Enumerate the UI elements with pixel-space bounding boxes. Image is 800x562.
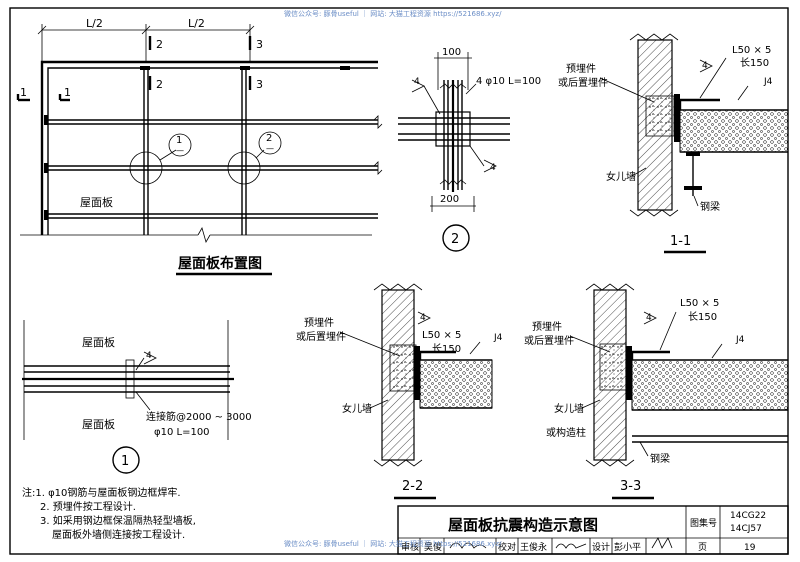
- s11-weld-j4: J4: [763, 77, 773, 87]
- designer-signature: [651, 537, 673, 549]
- section-mark-2-top: 2: [156, 38, 163, 51]
- design-label: 设计: [592, 541, 610, 553]
- d1-rebar-2: φ10 L=100: [154, 427, 210, 438]
- page-number: 19: [744, 543, 756, 553]
- s33-parapet-1: 女儿墙: [554, 402, 584, 415]
- d1-panel-top: 屋面板: [82, 335, 115, 349]
- s11-angle: L50 × 5: [732, 45, 771, 56]
- title-block: 屋面板抗震构造示意图 图集号 14CG22 14CJ57 审核 吴俊 校对 王俊…: [397, 505, 789, 555]
- s33-weld-4: 4: [646, 313, 652, 323]
- s11-steel-beam: 钢梁: [700, 200, 720, 213]
- reviewer-name: 吴俊: [424, 541, 442, 553]
- checker-signature: [555, 543, 587, 549]
- page-label: 页: [698, 542, 707, 553]
- notes: 注:1. φ10钢筋与屋面板钢边框焊牢. 2. 预埋件按工程设计. 3. 如采用…: [22, 486, 196, 541]
- layout-plan: L/2 L/2 1 1: [16, 17, 383, 276]
- s22-embed-1: 预埋件: [304, 317, 334, 329]
- check-label: 校对: [498, 541, 516, 553]
- atlas-no-1: 14CG22: [730, 511, 766, 521]
- s22-angle: L50 × 5: [422, 330, 461, 341]
- s22-title: 2-2: [402, 479, 423, 494]
- note-1: 注:1. φ10钢筋与屋面板钢边框焊牢.: [22, 486, 181, 499]
- watermark-top: 微信公众号: 豚骨useful ｜ 网站: 大猫工程资源 https://521…: [284, 9, 502, 18]
- section-2-2: 预埋件 或后置埋件 4 L50 × 5 长150 J4 女儿墙 2-2: [296, 283, 503, 500]
- section-mark-1-right: 1: [64, 86, 71, 99]
- panel-label: 屋面板: [80, 195, 113, 209]
- watermark-bottom: 微信公众号: 豚骨useful ｜ 网站: 大猫工程资源 https://521…: [284, 539, 502, 548]
- review-label: 审核: [401, 541, 419, 553]
- s11-parapet: 女儿墙: [606, 170, 636, 183]
- s33-weld-j4: J4: [735, 335, 745, 345]
- d1-rebar-1: 连接筋@2000 ~ 3000: [146, 410, 252, 423]
- s22-embed-2: 或后置埋件: [296, 331, 346, 343]
- d1-panel-bottom: 屋面板: [82, 417, 115, 431]
- s33-embed-2: 或后置埋件: [524, 335, 574, 347]
- atlas-no-2: 14CJ57: [730, 524, 762, 534]
- s22-parapet: 女儿墙: [342, 402, 372, 415]
- detail-1-circle: 1: [121, 454, 129, 469]
- callout-circle-2: [227, 151, 261, 185]
- s22-weld-4: 4: [420, 313, 426, 323]
- detail-2-dim-bottom: 200: [440, 194, 459, 205]
- detail-2-circle: 2: [451, 232, 459, 247]
- dim-half-right: L/2: [188, 17, 205, 30]
- section-3-3: 预埋件 或后置埋件 4 L50 × 5 长150 J4 女儿墙 或构造柱 钢梁 …: [524, 283, 789, 500]
- s22-weld-j4: J4: [493, 333, 503, 343]
- section-mark-2-bottom: 2: [156, 78, 163, 91]
- section-mark-3-top: 3: [256, 38, 263, 51]
- callout-1-den: —: [176, 146, 184, 155]
- detail-2-rebar-label: 4 φ10 L=100: [476, 76, 541, 87]
- s33-steel-beam: 钢梁: [650, 452, 670, 465]
- layout-plan-title: 屋面板布置图: [178, 255, 262, 272]
- detail-2-weld: 4: [414, 77, 420, 87]
- callout-2-number: 2: [266, 133, 272, 144]
- callout-circle-1: [129, 151, 163, 185]
- s33-parapet-2: 或构造柱: [546, 426, 586, 439]
- title-block-title: 屋面板抗震构造示意图: [448, 516, 598, 534]
- s11-embed-2: 或后置埋件: [558, 77, 608, 89]
- note-4: 屋面板外墙侧连接按工程设计.: [52, 528, 185, 541]
- dim-half-left: L/2: [86, 17, 103, 30]
- s33-length: 长150: [688, 311, 717, 323]
- note-2: 2. 预埋件按工程设计.: [40, 500, 136, 513]
- s22-length: 长150: [432, 343, 461, 355]
- detail-2: 100 4 4 4 φ10 L=100 200 2: [398, 47, 541, 252]
- section-mark-1-left: 1: [20, 86, 27, 99]
- atlas-label: 图集号: [690, 517, 717, 529]
- checker-name: 王俊永: [520, 541, 547, 553]
- s11-weld-4: 4: [702, 61, 708, 71]
- s33-angle: L50 × 5: [680, 298, 719, 309]
- detail-2-dim-top: 100: [442, 47, 461, 58]
- d1-weld: 4: [146, 351, 152, 361]
- detail-2-weld-b: 4: [490, 163, 496, 173]
- callout-2-den: —: [266, 144, 274, 153]
- s33-embed-1: 预埋件: [532, 321, 562, 333]
- section-1-1: 预埋件 或后置埋件 L50 × 5 长150 4 J4 女儿墙 钢梁 1-1: [558, 33, 789, 254]
- callout-1-number: 1: [176, 135, 182, 146]
- s11-title: 1-1: [670, 234, 691, 249]
- note-3: 3. 如采用钢边框保温隔热轻型墙板,: [40, 514, 196, 527]
- s11-length: 长150: [740, 57, 769, 69]
- s11-embed-1: 预埋件: [566, 63, 596, 75]
- reviewer-signature: [449, 542, 487, 549]
- s33-title: 3-3: [620, 479, 641, 494]
- designer-name: 彭小平: [614, 541, 641, 553]
- detail-1: 屋面板 屋面板 4 连接筋@2000 ~ 3000 φ10 L=100 1: [22, 320, 252, 474]
- section-mark-3-bottom: 3: [256, 78, 263, 91]
